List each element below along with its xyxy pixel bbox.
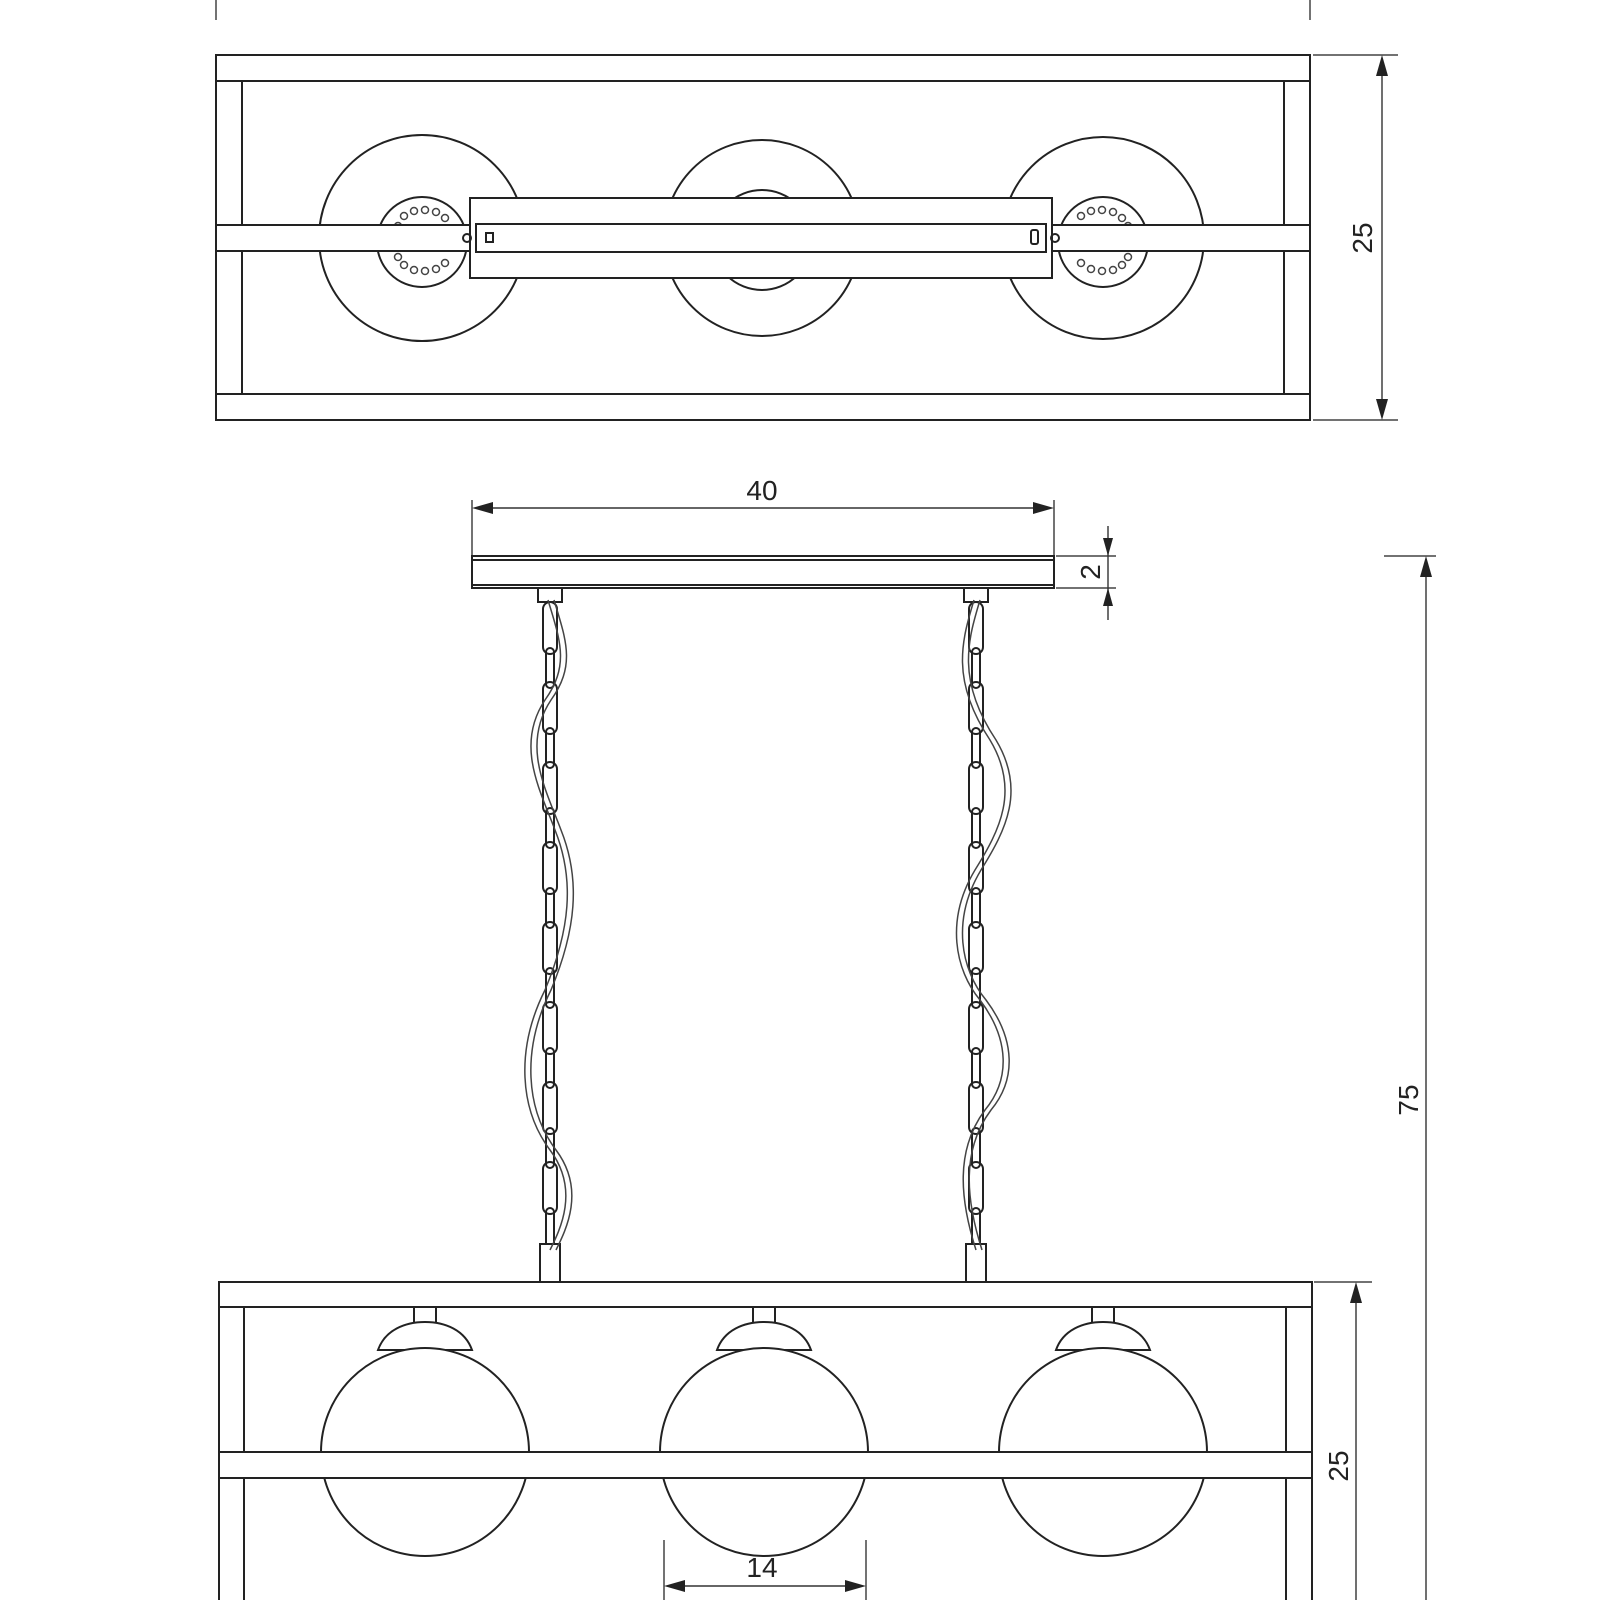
dimension-arrow [1420,556,1432,577]
canopy-screw-right [1030,229,1039,245]
dimension-arrow [1376,399,1388,420]
label-top-depth: 25 [1347,222,1378,253]
dimension-arrow [1376,55,1388,76]
chain-right [955,587,1012,1283]
top-view: 25 [215,0,1398,421]
globe-side-left [320,1306,530,1557]
canopy-side [471,555,1055,589]
dimension-arrow [1350,1282,1362,1303]
canopy-top [469,197,1053,279]
label-globe-diameter: 14 [746,1552,777,1583]
label-canopy-length: 40 [746,475,777,506]
label-total-height: 75 [1393,1084,1424,1115]
chain-left [524,587,575,1283]
dimension-arrow [1103,538,1113,556]
dimension-arrow [472,502,493,514]
label-canopy-height: 2 [1075,564,1106,580]
label-frame-height: 25 [1323,1450,1354,1481]
dimension-arrow [845,1580,866,1592]
dimension-arrow [1033,502,1054,514]
canopy-screw-left [485,232,494,243]
side-view: 40 2 75 [218,475,1436,1600]
frame-side-outer [218,1281,1313,1600]
dimension-arrow [1103,588,1113,606]
dimension-arrow [664,1580,685,1592]
globe-side-right [998,1306,1208,1557]
frame-crossbar-side [218,1451,1313,1479]
globe-side-center [659,1306,869,1557]
